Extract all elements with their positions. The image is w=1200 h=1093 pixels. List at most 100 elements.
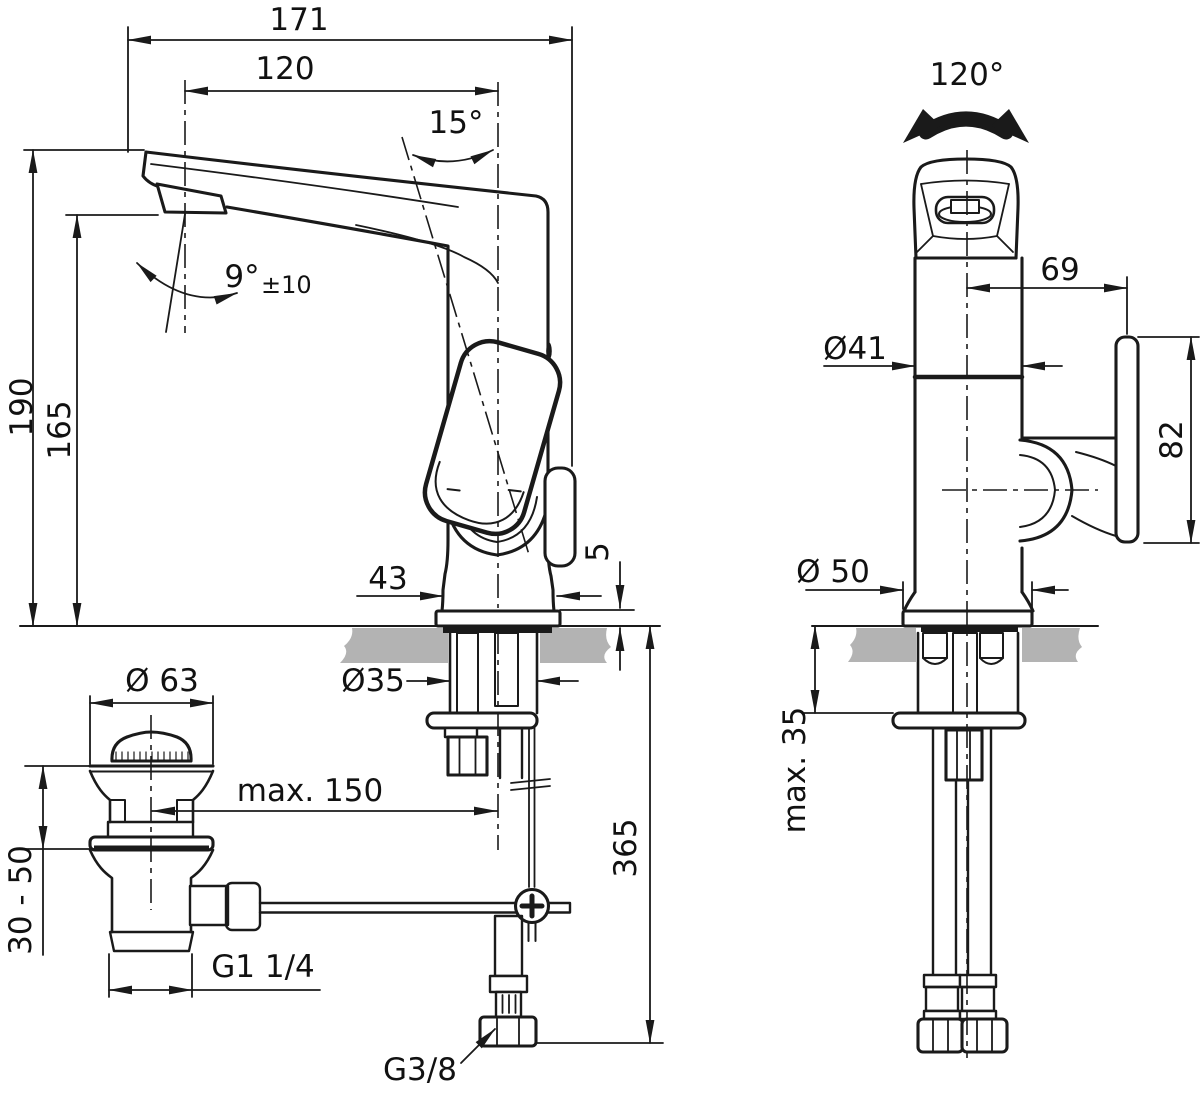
g38-nut-facets — [496, 1016, 520, 1047]
hose-braided — [493, 914, 524, 978]
dim-handle-height-label: 82 — [1154, 420, 1190, 459]
dim-handle-offset-label: 69 — [1040, 252, 1079, 288]
dim-body-diameter-label: Ø41 — [823, 331, 887, 367]
dim-height-total-label: 190 — [4, 377, 40, 436]
hose-collar-left — [922, 973, 962, 989]
swivel-arrowhead-right — [991, 109, 1029, 143]
spout-top-right-edge — [144, 150, 556, 613]
swivel-arrowhead-left — [903, 109, 941, 143]
rod-stub — [527, 921, 537, 942]
mounting-bracket-side — [425, 711, 539, 730]
set-screw — [546, 342, 552, 360]
faucet-body-front — [901, 157, 1140, 632]
dim-deck-max-label: max. 35 — [777, 707, 813, 834]
cap-serration — [115, 751, 189, 761]
shank-tube — [448, 631, 539, 715]
arc-9deg — [136, 262, 238, 305]
front-shank-tube — [916, 631, 1020, 715]
side-dimensions: 171 120 15° 9° ±10 190 165 43 5 Ø35 — [3, 2, 664, 1088]
mouth-window — [950, 199, 980, 214]
g38-nut — [478, 1015, 538, 1048]
side-pod — [543, 466, 577, 568]
dim-pullrod-reach-label: max. 150 — [237, 773, 383, 809]
faucet-body-side — [141, 150, 577, 633]
handle-ticks — [446, 488, 522, 493]
front-view: 120° — [777, 57, 1200, 1058]
threaded-stud — [456, 632, 479, 714]
front-hose-section-left — [922, 632, 948, 659]
dim-cap-diameter-label: Ø 63 — [125, 663, 199, 699]
base-gasket-side — [443, 626, 552, 633]
dim-body-width-label: 43 — [368, 561, 407, 597]
phillips-icon — [519, 893, 545, 919]
front-deck-cut-left — [848, 628, 916, 662]
front-deck-cut-right — [1022, 628, 1082, 662]
dim-base-diameter-label: Ø 50 — [796, 554, 870, 590]
spout-tip-edge — [141, 150, 162, 189]
hose-collar-right — [958, 973, 998, 989]
spout-underside-left-edge — [225, 205, 450, 613]
supply-hoses — [931, 726, 993, 977]
base-flare — [902, 590, 1035, 613]
base-flange-side — [434, 609, 562, 628]
dim-swivel-label: 120° — [930, 57, 1005, 93]
mounting-nut-side — [446, 735, 489, 777]
dim-jet-tolerance-label: ±10 — [261, 271, 312, 299]
handle-blade-front — [1114, 335, 1140, 544]
nut-facets-front — [956, 729, 971, 781]
handle-axis-line — [401, 136, 531, 559]
front-threaded-stud — [952, 632, 978, 714]
hose-collar — [488, 974, 529, 994]
waste-side-stub — [188, 884, 230, 927]
deck-cut-right — [540, 628, 611, 663]
dim-deck-range-label: 30 - 50 — [3, 845, 39, 955]
break-marks — [510, 778, 551, 791]
hose-nut-left — [916, 1017, 965, 1054]
handle-neck — [1071, 451, 1117, 537]
drain-detail — [88, 730, 262, 953]
hose-nut-left-facets — [932, 1018, 949, 1053]
crimp-slots — [501, 994, 517, 1014]
handle-outline — [422, 338, 563, 537]
knurled-coupler — [224, 881, 262, 932]
handle-side — [422, 338, 563, 537]
nut-facets-side — [458, 736, 477, 776]
side-view: 171 120 15° 9° ±10 190 165 43 5 Ø35 — [3, 2, 664, 1088]
mounting-bracket-front — [891, 711, 1027, 730]
arc-15deg — [412, 149, 494, 168]
hose-in-shank — [494, 632, 519, 707]
handle-cap-seam — [434, 460, 525, 525]
swivel-arrow: 120° — [903, 57, 1029, 143]
dim-below-deck-label: 365 — [608, 818, 644, 877]
hose-braid-left — [924, 985, 960, 1013]
dim-height-outlet-label: 165 — [42, 400, 78, 459]
front-under-deck — [891, 631, 1027, 1054]
leader-g38 — [460, 1028, 496, 1064]
aerator-side — [155, 182, 228, 215]
dim-handle-tilt-label: 15° — [429, 105, 484, 141]
hose-nut-right-facets — [976, 1018, 993, 1053]
column-edges — [913, 256, 1024, 594]
pull-rod — [528, 727, 536, 888]
dim-total-width-label: 171 — [269, 2, 328, 38]
ext-171 — [127, 26, 573, 467]
mounting-nut-front — [944, 728, 984, 782]
jet-line — [165, 213, 186, 333]
body-fillet — [355, 224, 499, 284]
waste-tailpiece-thread — [108, 930, 195, 953]
dim-mounting-hole-label: Ø35 — [341, 663, 405, 699]
spout-chamfer — [150, 163, 459, 208]
head-cheeks — [916, 183, 1014, 253]
front-hose-bends — [922, 657, 1004, 665]
head-arch — [920, 179, 1010, 185]
dim-waste-thread-label: G1 1/4 — [211, 949, 315, 985]
dim-supply-thread-label: G3/8 — [383, 1052, 457, 1088]
front-dimensions: 69 Ø41 82 Ø 50 max. 35 — [777, 252, 1200, 834]
front-hose-section-right — [979, 632, 1004, 659]
hose-nut-right — [960, 1017, 1009, 1054]
ext-3050 — [24, 765, 96, 956]
base-gasket-front — [921, 626, 1018, 632]
deck-cut-left — [340, 628, 448, 663]
